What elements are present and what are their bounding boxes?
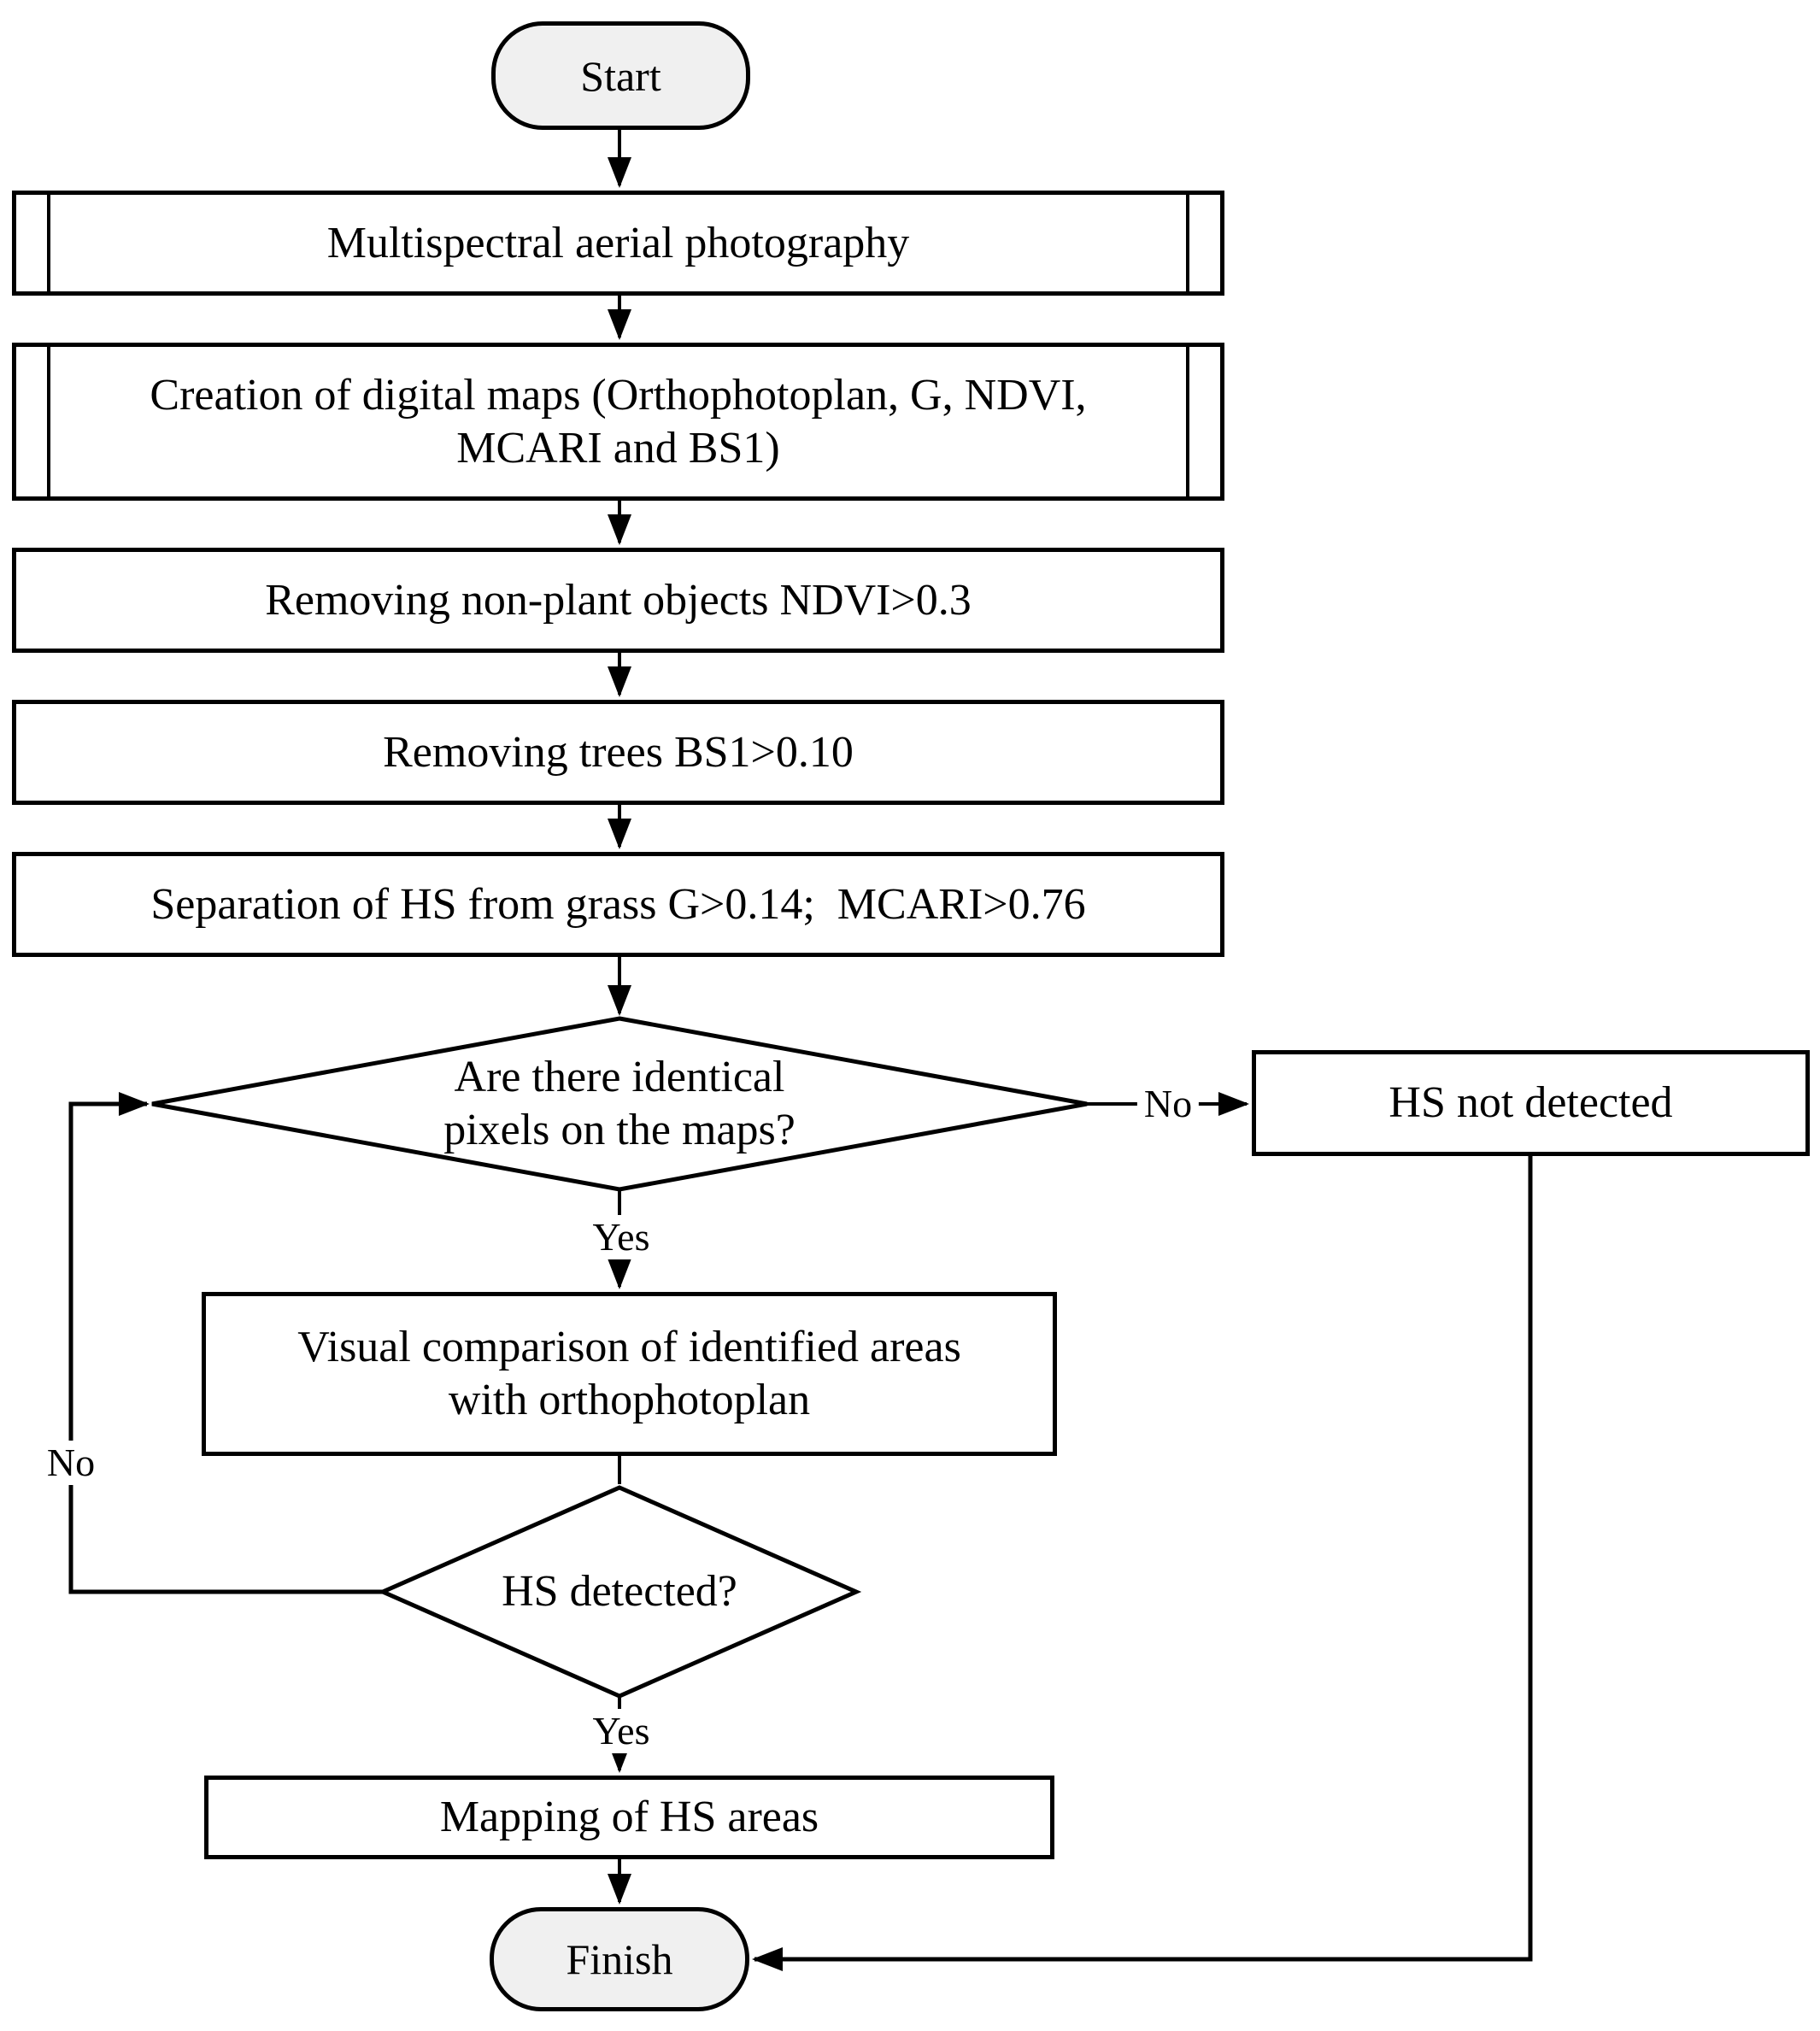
separation-label: Separation of HS from grass G>0.14; MCAR… <box>150 879 1086 929</box>
separation-process: Separation of HS from grass G>0.14; MCAR… <box>12 852 1224 957</box>
edge-hs-not-detected-to-finish <box>752 1156 1533 1971</box>
mapping-process: Mapping of HS areas <box>204 1776 1054 1859</box>
digital-maps-process: Creation of digital maps (Orthophotoplan… <box>12 343 1224 501</box>
remove-trees-label: Removing trees BS1>0.10 <box>383 727 854 777</box>
edge-label-no-left: No <box>39 1441 103 1485</box>
edge-label-yes-top: Yes <box>585 1215 657 1259</box>
yes-bottom-text: Yes <box>592 1709 650 1752</box>
decision-identical-pixels-shape <box>151 1016 1088 1192</box>
start-terminal: Start <box>491 21 750 130</box>
mapping-label: Mapping of HS areas <box>439 1793 819 1841</box>
finish-label: Finish <box>566 1935 673 1983</box>
edge-label-yes-bottom: Yes <box>585 1709 657 1753</box>
hs-not-detected-label: HS not detected <box>1388 1078 1673 1127</box>
visual-comparison-process: Visual comparison of identified areas wi… <box>202 1292 1057 1456</box>
edge-decision2-no-loop-to-decision1 <box>68 1092 383 1594</box>
multispectral-process: Multispectral aerial photography <box>12 191 1224 296</box>
remove-trees-process: Removing trees BS1>0.10 <box>12 700 1224 805</box>
remove-nonplant-process: Removing non-plant objects NDVI>0.3 <box>12 548 1224 653</box>
digital-maps-label: Creation of digital maps (Orthophotoplan… <box>150 370 1087 473</box>
remove-nonplant-label: Removing non-plant objects NDVI>0.3 <box>265 575 972 625</box>
edge-label-no-right: No <box>1136 1082 1200 1126</box>
hs-not-detected-process: HS not detected <box>1252 1050 1810 1156</box>
decision-hs-detected-shape <box>377 1485 862 1699</box>
multispectral-label: Multispectral aerial photography <box>326 218 910 267</box>
visual-comparison-label: Visual comparison of identified areas wi… <box>297 1323 961 1424</box>
no-left-text: No <box>46 1441 96 1484</box>
start-label: Start <box>580 51 661 100</box>
no-right-text: No <box>1143 1082 1193 1125</box>
finish-terminal: Finish <box>490 1907 749 2011</box>
yes-top-text: Yes <box>592 1215 650 1259</box>
